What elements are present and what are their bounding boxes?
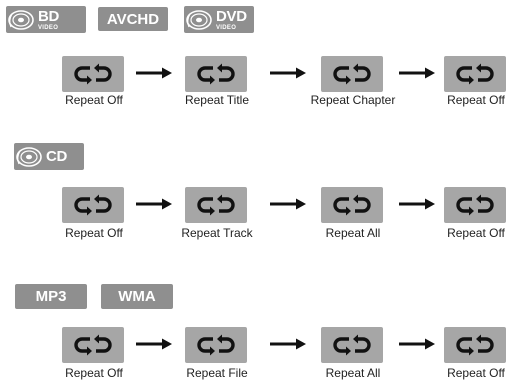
repeat-icon <box>456 62 494 86</box>
repeat-button <box>321 187 383 223</box>
step-label: Repeat Off <box>447 93 505 107</box>
repeat-icon <box>333 333 371 357</box>
repeat-button <box>62 187 124 223</box>
repeat-button <box>321 56 383 92</box>
disc-icon <box>16 146 42 167</box>
step-label: Repeat Off <box>65 93 123 107</box>
avchd-label: AVCHD <box>106 10 160 28</box>
repeat-button <box>444 187 506 223</box>
arrow-right-icon <box>134 337 174 351</box>
disc-icon <box>186 9 212 30</box>
dvd-sub-label: VIDEO <box>216 24 237 31</box>
repeat-button <box>185 187 247 223</box>
arrow-right-icon <box>134 66 174 80</box>
repeat-button <box>62 56 124 92</box>
arrow-right-icon <box>268 337 308 351</box>
arrow-right-icon <box>397 337 437 351</box>
step-label: Repeat Off <box>447 226 505 240</box>
repeat-button <box>185 327 247 363</box>
arrow-right-icon <box>397 197 437 211</box>
step-label: Repeat Title <box>184 93 250 107</box>
repeat-icon <box>197 193 235 217</box>
repeat-icon <box>456 193 494 217</box>
step-label: Repeat Off <box>65 366 123 380</box>
step-label: Repeat All <box>325 366 381 380</box>
cd-label: CD <box>46 148 68 165</box>
disc-icon <box>8 9 34 30</box>
arrow-right-icon <box>268 197 308 211</box>
mp3-badge: MP3 <box>15 284 87 309</box>
repeat-icon <box>333 193 371 217</box>
step-label: Repeat Chapter <box>310 93 396 107</box>
repeat-button <box>62 327 124 363</box>
step-label: Repeat Off <box>447 366 505 380</box>
wma-badge: WMA <box>101 284 173 309</box>
step-label: Repeat Off <box>65 226 123 240</box>
repeat-button <box>321 327 383 363</box>
bd-video-badge: BD VIDEO <box>6 6 86 33</box>
step-label: Repeat All <box>325 226 381 240</box>
dvd-label: DVD <box>216 7 247 25</box>
bd-label: BD <box>38 7 60 25</box>
repeat-button <box>444 56 506 92</box>
mp3-label: MP3 <box>35 288 67 305</box>
repeat-icon <box>197 333 235 357</box>
bd-sub-label: VIDEO <box>38 24 59 31</box>
step-label: Repeat Track <box>181 226 253 240</box>
dvd-video-badge: DVD VIDEO <box>184 6 254 33</box>
cd-badge: CD <box>14 143 84 170</box>
repeat-button <box>185 56 247 92</box>
repeat-button <box>444 327 506 363</box>
repeat-icon <box>456 333 494 357</box>
wma-label: WMA <box>118 288 156 305</box>
repeat-icon <box>74 333 112 357</box>
repeat-icon <box>74 193 112 217</box>
repeat-icon <box>197 62 235 86</box>
step-label: Repeat File <box>186 366 248 380</box>
arrow-right-icon <box>268 66 308 80</box>
repeat-icon <box>74 62 112 86</box>
repeat-icon <box>333 62 371 86</box>
arrow-right-icon <box>134 197 174 211</box>
avchd-badge: AVCHD <box>98 7 168 31</box>
arrow-right-icon <box>397 66 437 80</box>
